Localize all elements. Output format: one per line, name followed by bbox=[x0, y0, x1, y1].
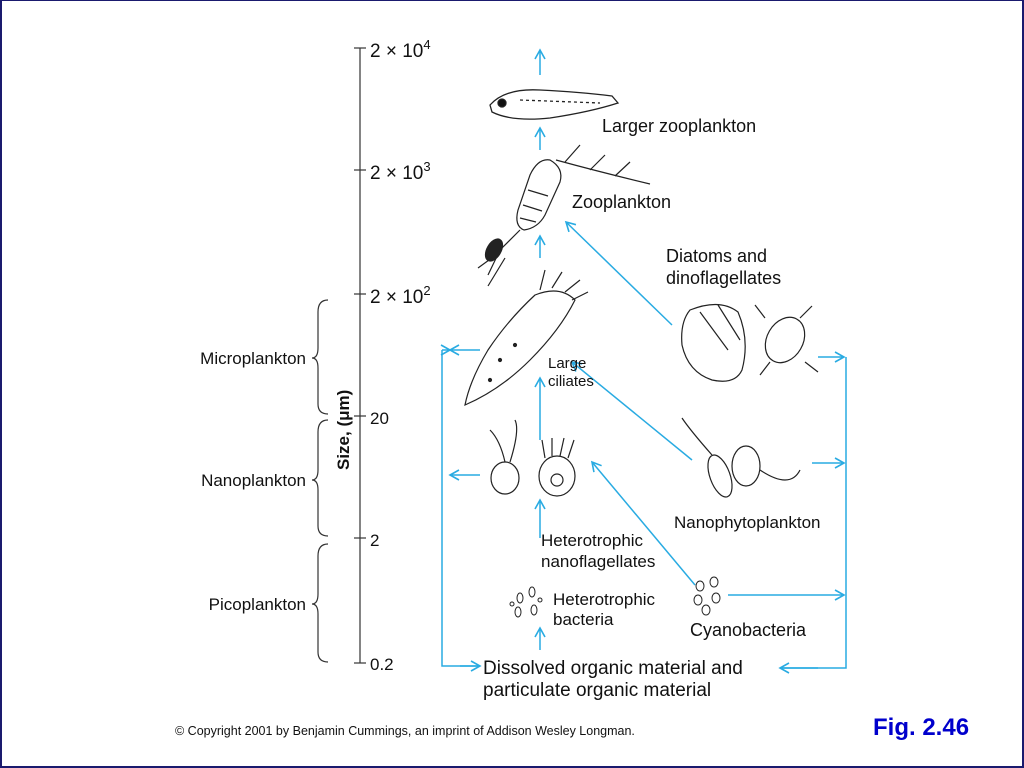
nanoflagellate-sketches bbox=[489, 419, 576, 497]
label-diatoms-line1: Diatoms and bbox=[666, 246, 767, 266]
tick-label-2: 2 bbox=[370, 531, 379, 550]
diatoms-dinoflagellates-sketch bbox=[681, 303, 819, 382]
nanophytoplankton-sketch bbox=[681, 417, 801, 498]
copyright-notice: © Copyright 2001 by Benjamin Cummings, a… bbox=[175, 724, 635, 738]
label-large-ciliates-line1: Large bbox=[548, 355, 586, 372]
size-class-braces bbox=[311, 299, 329, 663]
tick-label-2000: 2 × 103 bbox=[370, 159, 431, 184]
label-cyanobacteria: Cyanobacteria bbox=[690, 620, 807, 640]
label-het-bacteria-line2: bacteria bbox=[553, 610, 614, 629]
figure-label: Fig. 2.46 bbox=[873, 714, 970, 741]
size-axis bbox=[354, 47, 366, 664]
larger-zooplankton-fish bbox=[489, 89, 620, 120]
large-ciliate-sketch bbox=[464, 269, 589, 407]
label-het-bacteria-line1: Heterotrophic bbox=[553, 590, 656, 609]
size-class-microplankton: Microplankton bbox=[200, 349, 306, 368]
label-nanophytoplankton: Nanophytoplankton bbox=[674, 513, 821, 532]
label-large-ciliates-line2: ciliates bbox=[548, 373, 594, 390]
axis-title: Size, (μm) bbox=[334, 390, 353, 470]
label-dom-line1: Dissolved organic material and bbox=[483, 658, 743, 679]
label-diatoms-line2: dinoflagellates bbox=[666, 268, 781, 288]
cyanobacteria-dots bbox=[693, 576, 721, 616]
size-class-picoplankton: Picoplankton bbox=[209, 595, 306, 614]
bacteria-dots bbox=[509, 586, 543, 618]
label-het-nanoflagellates-line1: Heterotrophic bbox=[541, 531, 644, 550]
tick-label-20: 20 bbox=[370, 409, 389, 428]
flow-arrows bbox=[440, 48, 847, 674]
tick-label-200: 2 × 102 bbox=[370, 283, 431, 308]
label-zooplankton: Zooplankton bbox=[572, 192, 671, 212]
tick-label-20000: 2 × 104 bbox=[370, 37, 431, 62]
label-dom-line2: particulate organic material bbox=[483, 680, 711, 701]
size-class-nanoplankton: Nanoplankton bbox=[201, 471, 306, 490]
label-het-nanoflagellates-line2: nanoflagellates bbox=[541, 552, 655, 571]
label-larger-zooplankton: Larger zooplankton bbox=[602, 116, 756, 136]
tick-label-0-2: 0.2 bbox=[370, 655, 394, 674]
zooplankton-copepod bbox=[477, 144, 651, 287]
